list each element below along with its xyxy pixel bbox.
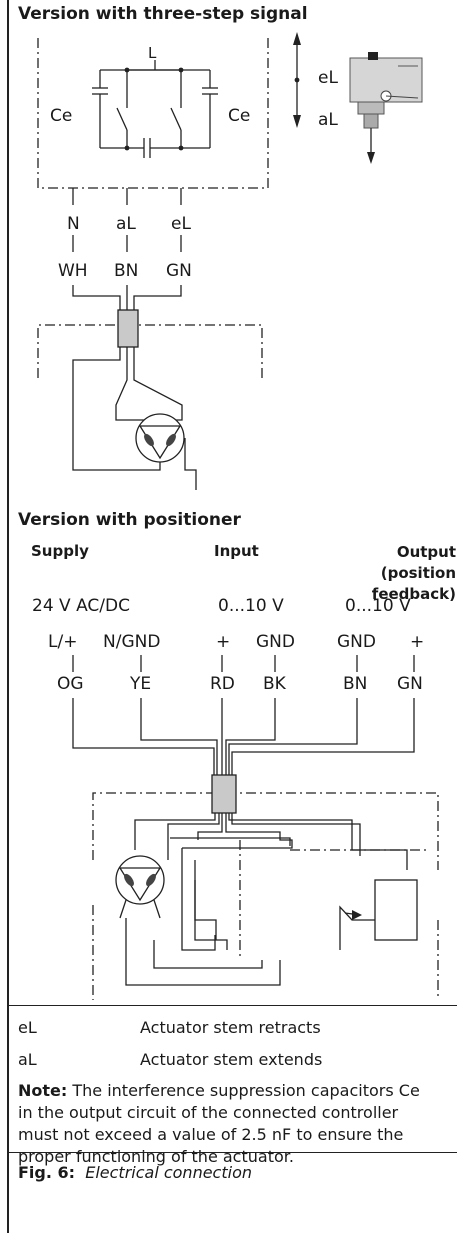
terminal-N: N <box>67 214 80 234</box>
column-header-output: Output (position feedback) <box>371 543 456 603</box>
wire-color-OG: OG <box>57 674 84 694</box>
output-value: 0...10 V <box>345 596 411 616</box>
capacitor-left-label: Ce <box>50 106 73 126</box>
actuator-drawing <box>293 32 423 164</box>
legend-text-aL: Actuator stem extends <box>140 1050 323 1069</box>
wire-color-WH: WH <box>58 261 88 281</box>
terminal-input-GND: GND <box>256 632 295 652</box>
note-text: The interference suppression capacitors … <box>18 1081 420 1166</box>
wire-color-YE: YE <box>130 674 152 694</box>
terminal-output-plus: + <box>410 632 425 652</box>
capacitor-right-label: Ce <box>228 106 251 126</box>
terminal-input-plus: + <box>216 632 231 652</box>
wire-color-GN: GN <box>397 674 423 694</box>
input-value: 0...10 V <box>218 596 284 616</box>
legend-code-aL: aL <box>18 1050 37 1069</box>
terminal-L-plus: L/+ <box>48 632 78 652</box>
figure-caption-text: Electrical connection <box>85 1163 252 1182</box>
positioner-wiring-diagram <box>72 655 439 1000</box>
wire-color-RD: RD <box>210 674 235 694</box>
column-header-input: Input <box>214 542 259 560</box>
el-direction-label: eL <box>318 68 338 88</box>
left-margin-rule <box>7 0 9 1233</box>
wire-color-GN: GN <box>166 261 192 281</box>
motor-symbol <box>135 413 185 463</box>
legend-divider <box>9 1005 457 1006</box>
figure-label: Fig. 6: <box>18 1163 76 1182</box>
terminal-aL: aL <box>116 214 136 234</box>
connector-block-2 <box>211 774 237 814</box>
caption-divider <box>9 1152 457 1153</box>
figure-caption: Fig. 6: Electrical connection <box>18 1163 252 1182</box>
al-direction-label: aL <box>318 110 338 130</box>
terminal-eL: eL <box>171 214 191 234</box>
wire-color-BN: BN <box>343 674 368 694</box>
column-header-supply: Supply <box>31 542 89 560</box>
label-L: L <box>148 44 157 62</box>
legend-text-eL: Actuator stem retracts <box>140 1018 321 1037</box>
section1-title: Version with three-step signal <box>18 4 308 24</box>
terminal-N-GND: N/GND <box>103 632 161 652</box>
three-step-wiring-diagram <box>37 32 423 490</box>
terminal-output-GND: GND <box>337 632 376 652</box>
positioner-electronics <box>374 879 418 941</box>
legend-code-eL: eL <box>18 1018 37 1037</box>
motor-symbol-2 <box>115 855 165 905</box>
note-paragraph: Note: The interference suppression capac… <box>18 1080 438 1168</box>
connector-block <box>117 309 139 348</box>
section2-title: Version with positioner <box>18 510 241 530</box>
wire-color-BK: BK <box>263 674 286 694</box>
supply-value: 24 V AC/DC <box>32 596 130 616</box>
wire-color-BN: BN <box>114 261 139 281</box>
note-label: Note: <box>18 1081 68 1100</box>
